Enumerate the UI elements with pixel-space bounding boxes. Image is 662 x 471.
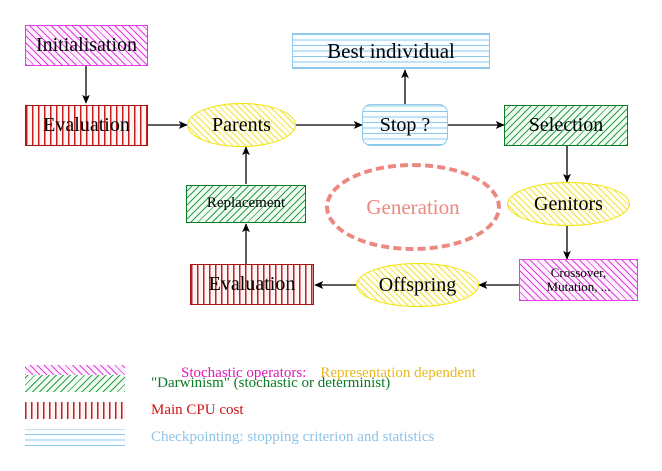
node-crossover-mutation[interactable]: Crossover, Mutation, ... xyxy=(519,259,638,301)
generation-ellipse: Generation xyxy=(325,163,501,251)
node-crossover-mutation-label: Crossover, Mutation, ... xyxy=(546,265,611,294)
legend-row-checkpointing: Checkpointing: stopping criterion and st… xyxy=(25,429,434,446)
node-evaluation-top[interactable]: Evaluation xyxy=(25,105,148,146)
legend-swatch-blue xyxy=(25,429,125,446)
node-evaluation-top-label: Evaluation xyxy=(43,114,130,136)
node-parents[interactable]: Parents xyxy=(187,103,296,147)
node-genitors[interactable]: Genitors xyxy=(507,182,630,226)
node-stop-label: Stop ? xyxy=(379,113,431,136)
node-genitors-label: Genitors xyxy=(534,192,603,215)
node-initialisation-label: Initialisation xyxy=(35,34,138,56)
node-selection-label: Selection xyxy=(528,114,604,136)
legend-label-stochastic-operators: Stochastic operators: xyxy=(181,365,307,381)
legend-label-main-cpu-cost: Main CPU cost xyxy=(151,402,244,418)
node-offspring[interactable]: Offspring xyxy=(356,263,479,307)
node-initialisation[interactable]: Initialisation xyxy=(25,25,148,66)
node-parents-label: Parents xyxy=(212,113,271,136)
node-selection[interactable]: Selection xyxy=(504,105,628,146)
legend-label-checkpointing: Checkpointing: stopping criterion and st… xyxy=(151,429,435,445)
node-evaluation-bottom[interactable]: Evaluation xyxy=(190,264,314,305)
legend-label-darwinism: "Darwinism" (stochastic or determinist) xyxy=(151,375,391,391)
legend-swatch-green xyxy=(25,375,125,392)
node-offspring-label: Offspring xyxy=(378,273,457,296)
node-best-individual-label: Best individual xyxy=(327,38,455,63)
legend-row-darwinism: "Darwinism" (stochastic or determinist) xyxy=(25,375,390,392)
node-replacement-label: Replacement xyxy=(206,195,286,212)
legend-row-cpu-cost: Main CPU cost xyxy=(25,402,244,419)
generation-label: Generation xyxy=(366,194,460,219)
node-best-individual[interactable]: Best individual xyxy=(292,33,490,69)
node-evaluation-bottom-label: Evaluation xyxy=(208,273,296,295)
legend-swatch-red xyxy=(25,402,125,419)
legend-label-representation-dependent: Representation dependent xyxy=(320,365,476,381)
node-replacement[interactable]: Replacement xyxy=(186,185,306,223)
